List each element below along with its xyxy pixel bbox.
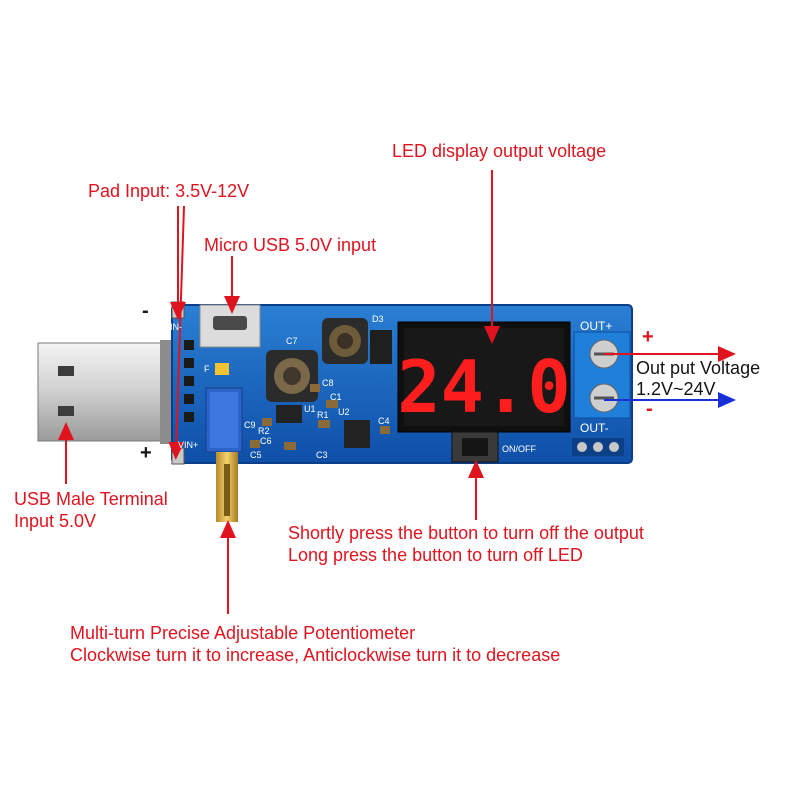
silk-c3: C3 — [316, 450, 328, 460]
silk-r1: R1 — [317, 410, 329, 420]
silk-f: F — [204, 364, 210, 374]
silk-c7: C7 — [286, 336, 298, 346]
out-minus-pads — [572, 438, 624, 456]
silk-vin-plus: VIN+ — [178, 440, 198, 450]
on-off-button — [451, 431, 499, 463]
usb-male-plug — [37, 340, 177, 444]
out-plus-sign: + — [642, 326, 654, 348]
output-range-label: 1.2V~24V — [636, 379, 716, 399]
micro-usb-label: Micro USB 5.0V input — [204, 235, 377, 255]
usb-male-label: USB Male Terminal — [14, 489, 168, 509]
silk-vin-minus: VIN- — [164, 322, 182, 332]
silk-d3: D3 — [372, 314, 384, 324]
inductor-small — [322, 318, 368, 364]
silk-c5: C5 — [250, 450, 262, 460]
silk-out-plus: OUT+ — [580, 319, 612, 333]
output-terminal-block — [573, 331, 631, 419]
diode-d3 — [370, 330, 392, 364]
chip-u2 — [344, 420, 370, 448]
vin-plus-pad — [171, 447, 185, 465]
micro-usb-connector — [199, 304, 261, 348]
output-voltage-label: Out put Voltage — [636, 358, 761, 378]
silk-out-minus: OUT- — [580, 421, 609, 435]
silk-c9: C9 — [244, 420, 256, 430]
out-minus-sign: - — [646, 398, 653, 420]
led-display-label: LED display output voltage — [392, 141, 607, 161]
led-reading: 24.0 — [397, 345, 570, 429]
pad-minus-sign: - — [142, 300, 149, 322]
pot-note-line1: Multi-turn Precise Adjustable Potentiome… — [70, 623, 416, 643]
pot-note-line2: Clockwise turn it to increase, Anticlock… — [70, 645, 561, 665]
smd-components — [215, 363, 390, 450]
potentiometer — [205, 387, 243, 522]
silk-c6: C6 — [260, 436, 272, 446]
button-note-line2: Long press the button to turn off LED — [288, 545, 583, 565]
silk-c8: C8 — [322, 378, 334, 388]
chip-u1 — [276, 405, 302, 423]
silk-r2: R2 — [258, 426, 270, 436]
pad-leader-line-b — [168, 205, 185, 460]
button-note-line1: Shortly press the button to turn off the… — [288, 523, 644, 543]
pad-plus-sign: + — [140, 442, 152, 464]
inductor-large — [266, 350, 318, 402]
usb-male-sublabel: Input 5.0V — [14, 511, 97, 531]
silk-c1: C1 — [330, 392, 342, 402]
pin-header — [184, 340, 194, 422]
pad-input-label: Pad Input: 3.5V-12V — [88, 181, 250, 201]
silk-u2: U2 — [338, 407, 350, 417]
silk-c4: C4 — [378, 416, 390, 426]
silk-on-off: ON/OFF — [502, 444, 536, 454]
silk-u1: U1 — [304, 404, 316, 414]
